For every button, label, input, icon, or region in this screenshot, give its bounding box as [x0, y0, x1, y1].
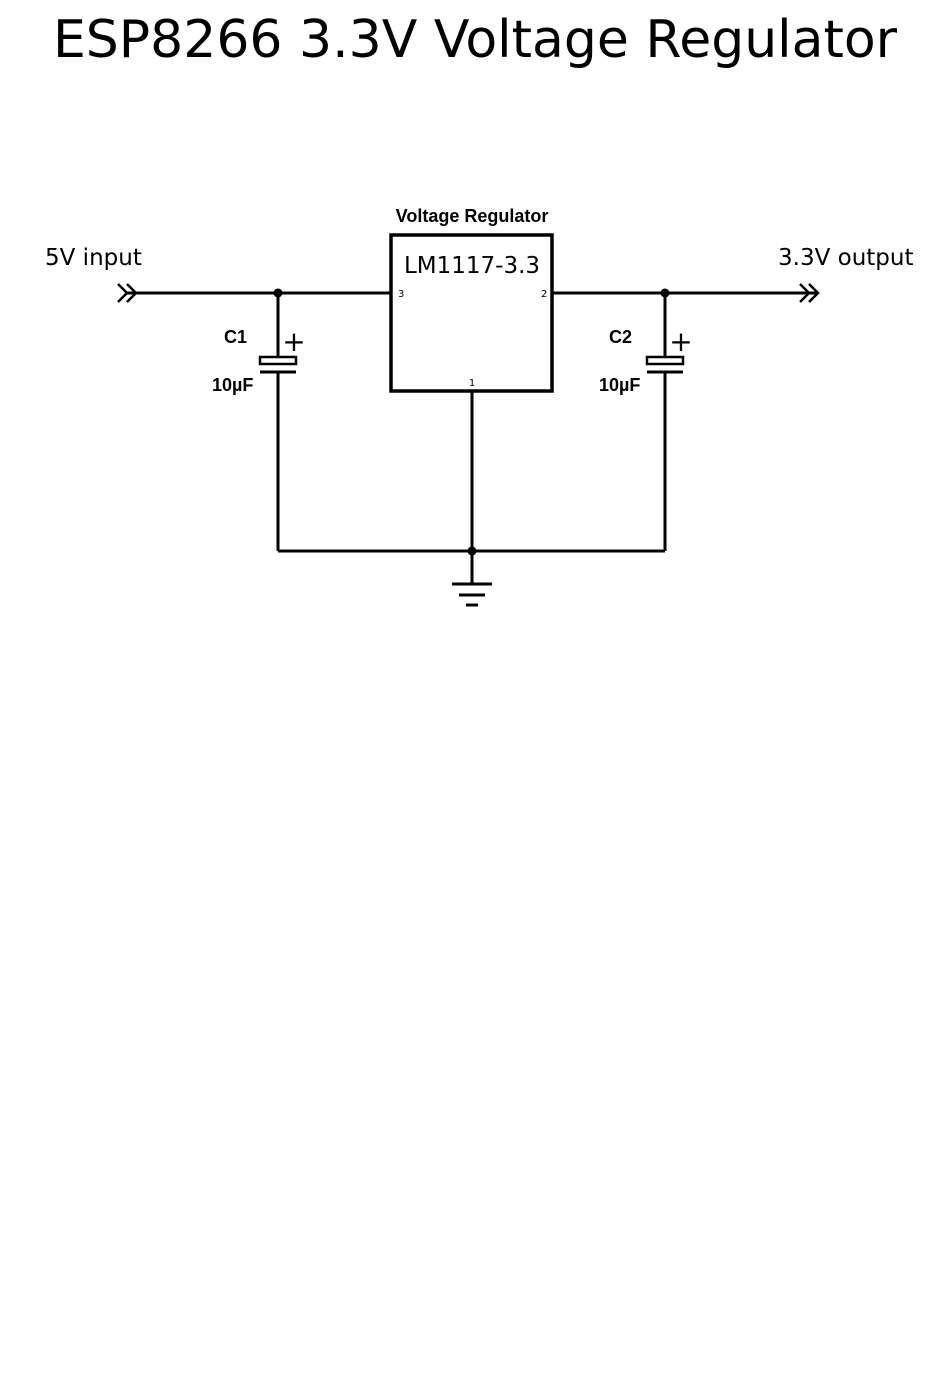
c1-polarity-mark: + [282, 325, 305, 358]
junction-dot-ground [468, 547, 477, 556]
c2-polarity-mark: + [669, 325, 692, 358]
regulator-part-number: LM1117-3.3 [404, 253, 540, 279]
output-port-label: 3.3V output [778, 245, 913, 271]
pin-2-label: 2 [541, 289, 547, 300]
page-title: ESP8266 3.3V Voltage Regulator [53, 10, 898, 70]
capacitor-c2 [647, 357, 683, 372]
pin-3-label: 3 [398, 289, 404, 300]
input-port-label: 5V input [45, 245, 142, 271]
junction-dot-input [274, 289, 283, 298]
pin-1-label: 1 [469, 378, 475, 389]
c1-reference: C1 [224, 327, 247, 347]
ground-icon [452, 584, 492, 605]
c1-value: 10µF [212, 375, 253, 395]
c2-reference: C2 [609, 327, 632, 347]
regulator-heading: Voltage Regulator [396, 206, 549, 226]
capacitor-c1 [260, 357, 296, 372]
c2-value: 10µF [599, 375, 640, 395]
junction-dot-output [661, 289, 670, 298]
